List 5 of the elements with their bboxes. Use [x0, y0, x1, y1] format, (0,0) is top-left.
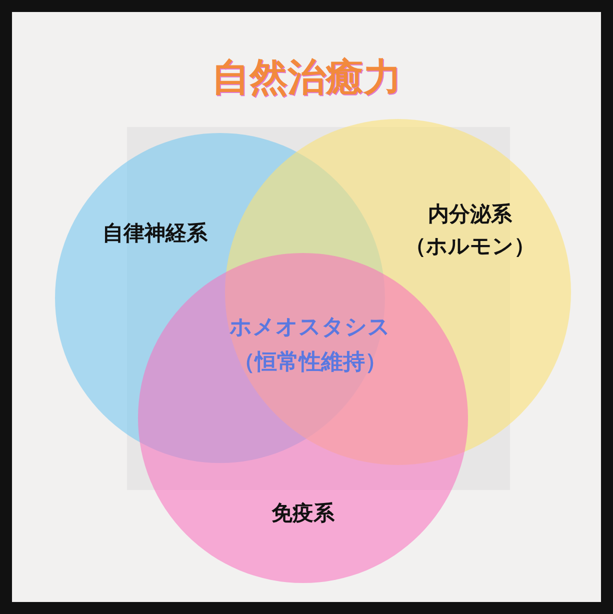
- circle-label: 自律神経系: [102, 220, 208, 247]
- circle-label: 免疫系: [270, 500, 336, 527]
- center-label: ホメオスタシス（恒常性維持）: [228, 314, 392, 378]
- circle-label: 内分泌系（ホルモン）: [404, 201, 536, 260]
- title: 自然治癒力: [210, 54, 402, 101]
